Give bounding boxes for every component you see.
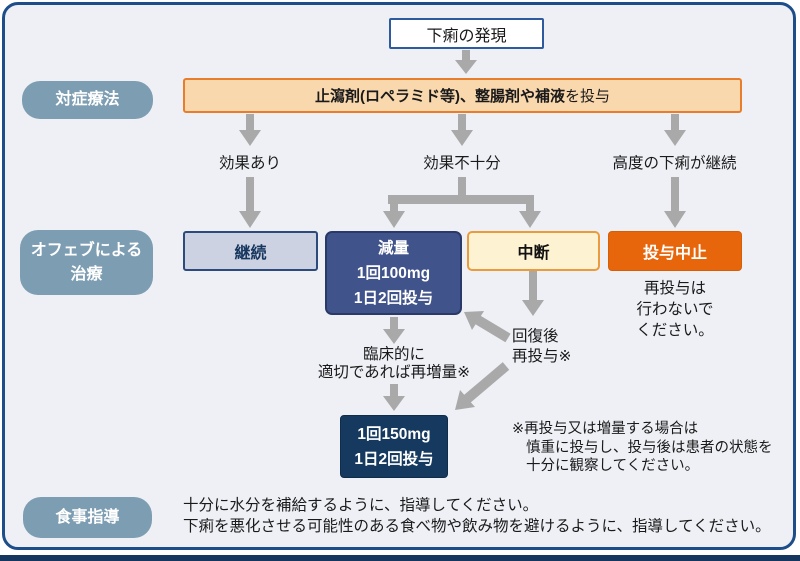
diet-guidance-text: 十分に水分を補給するように、指導してください。 下痢を悪化させる可能性のある食べ…	[183, 495, 771, 537]
branch-label-insufficient: 効果不十分	[423, 155, 501, 172]
row-label-text: オフェブによる	[30, 241, 143, 259]
row-label-text: 対症療法	[55, 91, 120, 108]
box-150mg-line: 1回150mg	[357, 425, 431, 443]
box-continue: 継続	[183, 231, 318, 271]
discontinuation-note-line: 行わないで	[636, 301, 714, 318]
box-150mg-line: 1日2回投与	[354, 450, 434, 468]
arrow-kaifuku-to-150	[455, 362, 510, 410]
box-150mg-dose: 1回150mg 1日2回投与	[340, 415, 448, 478]
annotation-line: 回復後	[512, 328, 559, 345]
diet-guidance-line: 下痢を悪化させる可能性のある食べ物や飲み物を避けるように、指導してください。	[183, 518, 771, 535]
box-discontinuation-label: 投与中止	[642, 245, 707, 262]
arrow-banner-to-effect-2	[451, 114, 473, 146]
box-interruption: 中断	[467, 231, 600, 271]
discontinuation-note-line: ください。	[636, 322, 714, 339]
row-label-ofev-treatment: オフェブによる 治療	[20, 230, 153, 295]
arrow-genryo-to-rinsho	[383, 317, 405, 344]
arrow-start-to-banner	[455, 50, 477, 74]
annotation-line: 再投与※	[512, 348, 572, 365]
annotation-readminister-after-recovery: 回復後 再投与※	[512, 327, 612, 367]
branch-label-effective: 効果あり	[218, 155, 281, 172]
box-continue-label: 継続	[234, 245, 267, 262]
row-label-symptomatic-therapy: 対症療法	[22, 81, 153, 119]
footnote-caution: ※再投与又は増量する場合は 慎重に投与し、投与後は患者の状態を 十分に観察してく…	[512, 420, 773, 476]
branch-label-severe-persistent: 高度の下痢が継続	[612, 155, 737, 172]
banner-antidiarrheal-administration: 止瀉剤(ロペラミド等)、整腸剤や補液を投与	[183, 78, 742, 113]
arrow-rinsho-to-150	[383, 384, 405, 411]
arrow-banner-to-effect-3	[664, 114, 686, 146]
box-discontinuation: 投与中止	[608, 231, 742, 271]
box-dose-reduction-line: 1回100mg	[356, 264, 431, 282]
discontinuation-note-line: 再投与は	[643, 280, 706, 297]
arrow-kaifuku-to-genryo	[464, 311, 511, 343]
annotation-clinical-reescalation: 臨床的に 適切であれば再増量※	[304, 346, 484, 382]
annotation-line: 臨床的に	[362, 346, 425, 363]
footnote-line: 慎重に投与し、投与後は患者の状態を	[526, 439, 773, 456]
banner-text-bold: 止瀉剤(ロペラミド等)、整腸剤や補液	[314, 88, 565, 105]
annotation-line: 適切であれば再増量※	[317, 364, 471, 381]
banner-text-regular: を投与	[564, 88, 610, 105]
box-dose-reduction: 減量 1回100mg 1日2回投与	[325, 231, 462, 315]
start-node-diarrhea-onset: 下痢の発現	[389, 18, 544, 49]
discontinuation-note: 再投与は 行わないで ください。	[608, 278, 742, 341]
box-interruption-label: 中断	[517, 245, 550, 262]
arrow-effect2-split	[383, 177, 541, 228]
diet-guidance-line: 十分に水分を補給するように、指導してください。	[183, 497, 539, 514]
arrow-banner-to-effect-1	[239, 114, 261, 146]
box-dose-reduction-line: 1日2回投与	[353, 289, 434, 307]
footnote-line: ※再投与又は増量する場合は	[512, 421, 699, 437]
row-label-diet-guidance: 食事指導	[23, 497, 152, 538]
footnote-line: 十分に観察してください。	[526, 458, 700, 474]
arrow-effect3-to-chushi	[664, 177, 686, 228]
arrow-effect1-to-keizoku	[239, 177, 261, 228]
start-node-label: 下痢の発現	[426, 27, 507, 45]
row-label-text: 食事指導	[55, 508, 120, 526]
arrow-chudan-down	[522, 271, 544, 316]
row-label-text: 治療	[70, 265, 103, 283]
bottom-accent-bar	[0, 555, 800, 561]
box-dose-reduction-line: 減量	[377, 239, 409, 257]
